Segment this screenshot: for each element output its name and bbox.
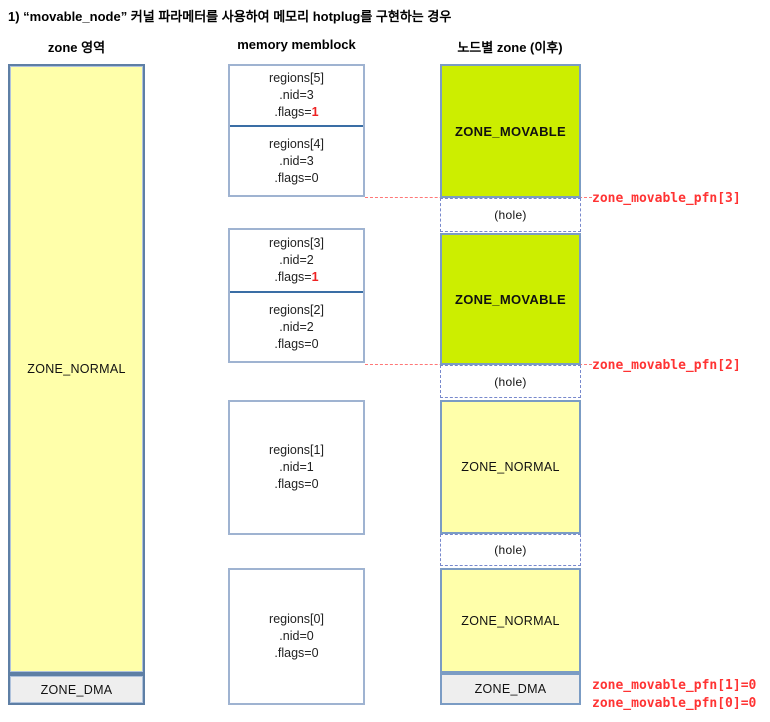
- flags-value-highlighted: 1: [311, 105, 319, 119]
- memblock-group-regions5-4: regions[5] .nid=3 .flags=1 regions[4] .n…: [228, 64, 365, 197]
- region-nid: .nid=2: [279, 319, 314, 334]
- flags-value: 0: [311, 336, 319, 351]
- flags-value: 0: [311, 646, 319, 660]
- region-flags: .flags=1: [274, 270, 319, 284]
- flags-value: 0: [311, 170, 319, 185]
- zone-area-normal-label: ZONE_NORMAL: [27, 362, 126, 376]
- node-zone-normal-first: ZONE_NORMAL: [440, 400, 581, 534]
- region-name: regions[4]: [269, 136, 324, 151]
- region-flags: .flags=1: [274, 105, 319, 119]
- memblock-box-regions1: regions[1] .nid=1 .flags=0: [228, 400, 365, 535]
- node-zone-hole-1: (hole): [440, 198, 581, 232]
- memblock-cell-regions5: regions[5] .nid=3 .flags=1: [230, 66, 363, 127]
- flags-value: 0: [311, 477, 319, 491]
- zone-area-dma-label: ZONE_DMA: [40, 682, 113, 697]
- region-name: regions[1]: [269, 443, 324, 457]
- zone-area-normal-box: ZONE_NORMAL: [8, 64, 145, 674]
- zone-movable-pfn2-label: zone_movable_pfn[2]: [592, 358, 741, 373]
- page-title: 1) “movable_node” 커널 파라메터를 사용하여 메모리 hotp…: [8, 9, 452, 24]
- region-name: regions[5]: [269, 71, 324, 85]
- flags-value-highlighted: 1: [311, 270, 319, 284]
- region-nid: .nid=2: [279, 253, 314, 267]
- column-header-memory-memblock: memory memblock: [237, 37, 356, 52]
- region-name: regions[0]: [269, 612, 324, 626]
- region-nid: .nid=0: [279, 629, 314, 643]
- memblock-cell-regions2: regions[2] .nid=2 .flags=0: [230, 293, 363, 361]
- memblock-cell-regions3: regions[3] .nid=2 .flags=1: [230, 230, 363, 293]
- region-name: regions[3]: [269, 236, 324, 250]
- column-header-node-zones: 노드별 zone (이후): [457, 40, 563, 55]
- zone-movable-pfn1-label: zone_movable_pfn[1]=0: [592, 678, 757, 693]
- memblock-cell-regions0: regions[0] .nid=0 .flags=0: [230, 570, 363, 703]
- region-flags: .flags=0: [274, 477, 319, 491]
- memblock-box-regions0: regions[0] .nid=0 .flags=0: [228, 568, 365, 705]
- region-nid: .nid=3: [279, 88, 314, 102]
- region-nid: .nid=1: [279, 460, 314, 474]
- zone-area-dma-box: ZONE_DMA: [8, 674, 145, 705]
- region-flags: .flags=0: [274, 646, 319, 660]
- region-nid: .nid=3: [279, 153, 314, 168]
- column-header-zone-area: zone 영역: [47, 40, 106, 55]
- node-zone-dma: ZONE_DMA: [440, 673, 581, 705]
- memblock-group-regions3-2: regions[3] .nid=2 .flags=1 regions[2] .n…: [228, 228, 365, 363]
- region-flags: .flags=0: [274, 336, 319, 351]
- node-zone-normal-second: ZONE_NORMAL: [440, 568, 581, 673]
- node-zone-hole-3: (hole): [440, 534, 581, 566]
- node-zone-movable-second: ZONE_MOVABLE: [440, 233, 581, 365]
- region-flags: .flags=0: [274, 170, 319, 185]
- zone-movable-pfn0-label: zone_movable_pfn[0]=0: [592, 696, 757, 711]
- zone-movable-pfn3-label: zone_movable_pfn[3]: [592, 191, 741, 206]
- memblock-cell-regions4: regions[4] .nid=3 .flags=0: [230, 127, 363, 195]
- node-zone-hole-2: (hole): [440, 365, 581, 398]
- node-zone-movable-top: ZONE_MOVABLE: [440, 64, 581, 198]
- region-name: regions[2]: [269, 302, 324, 317]
- memblock-cell-regions1: regions[1] .nid=1 .flags=0: [230, 402, 363, 533]
